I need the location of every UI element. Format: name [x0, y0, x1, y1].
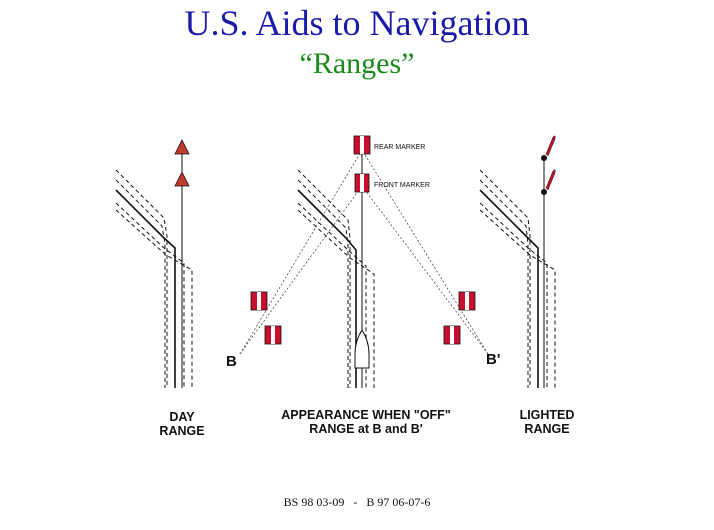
rear-light-beam: [545, 135, 556, 157]
off-range-caption-line2: RANGE at B and B': [309, 422, 423, 436]
day-range-panel: [115, 139, 193, 388]
view-from-b-prime-rear: [458, 291, 476, 311]
front-triangle-daymark: [174, 171, 190, 187]
slide-footer: BS 98 03-09 - B 97 06-07-6: [283, 495, 431, 509]
front-marker-label: FRONT MARKER: [374, 182, 430, 189]
lighted-range-panel: [479, 135, 556, 388]
lighted-channel-edges: [479, 169, 556, 388]
point-b-label: B: [226, 353, 237, 370]
off-range-caption-line1: APPEARANCE WHEN "OFF": [281, 408, 451, 422]
day-range-caption-line2: RANGE: [159, 424, 205, 438]
view-from-b-prime-front: [443, 325, 461, 345]
rear-marker-daymark: [353, 135, 371, 155]
front-light-icon: [541, 189, 547, 195]
slide-subtitle: “Ranges”: [299, 47, 415, 80]
rear-marker-label: REAR MARKER: [374, 144, 425, 151]
lighted-range-caption-line2: RANGE: [524, 422, 570, 436]
day-range-caption-line1: DAY: [169, 410, 195, 424]
view-from-b-rear: [250, 291, 268, 311]
view-from-b-front: [264, 325, 282, 345]
off-range-caption: APPEARANCE WHEN "OFF" RANGE at B and B': [256, 408, 476, 436]
rear-triangle-daymark: [174, 139, 190, 155]
vessel-icon: [354, 329, 370, 369]
day-range-caption: DAY RANGE: [142, 410, 222, 438]
rear-light-icon: [541, 155, 547, 161]
front-marker-daymark: [354, 173, 370, 193]
lighted-range-caption-line1: LIGHTED: [519, 408, 575, 422]
off-range-panel: REAR MARKER FRONT MARKER: [226, 135, 500, 388]
day-channel-edges: [115, 169, 193, 388]
lighted-range-caption: LIGHTED RANGE: [507, 408, 587, 436]
front-light-beam: [545, 169, 556, 191]
sight-lines: [239, 149, 489, 355]
range-diagram-svg: REAR MARKER FRONT MARKER: [115, 135, 556, 388]
slide-title: U.S. Aids to Navigation: [184, 3, 530, 43]
range-diagram: REAR MARKER FRONT MARKER: [92, 98, 615, 470]
point-b-prime-label: B': [486, 351, 500, 368]
